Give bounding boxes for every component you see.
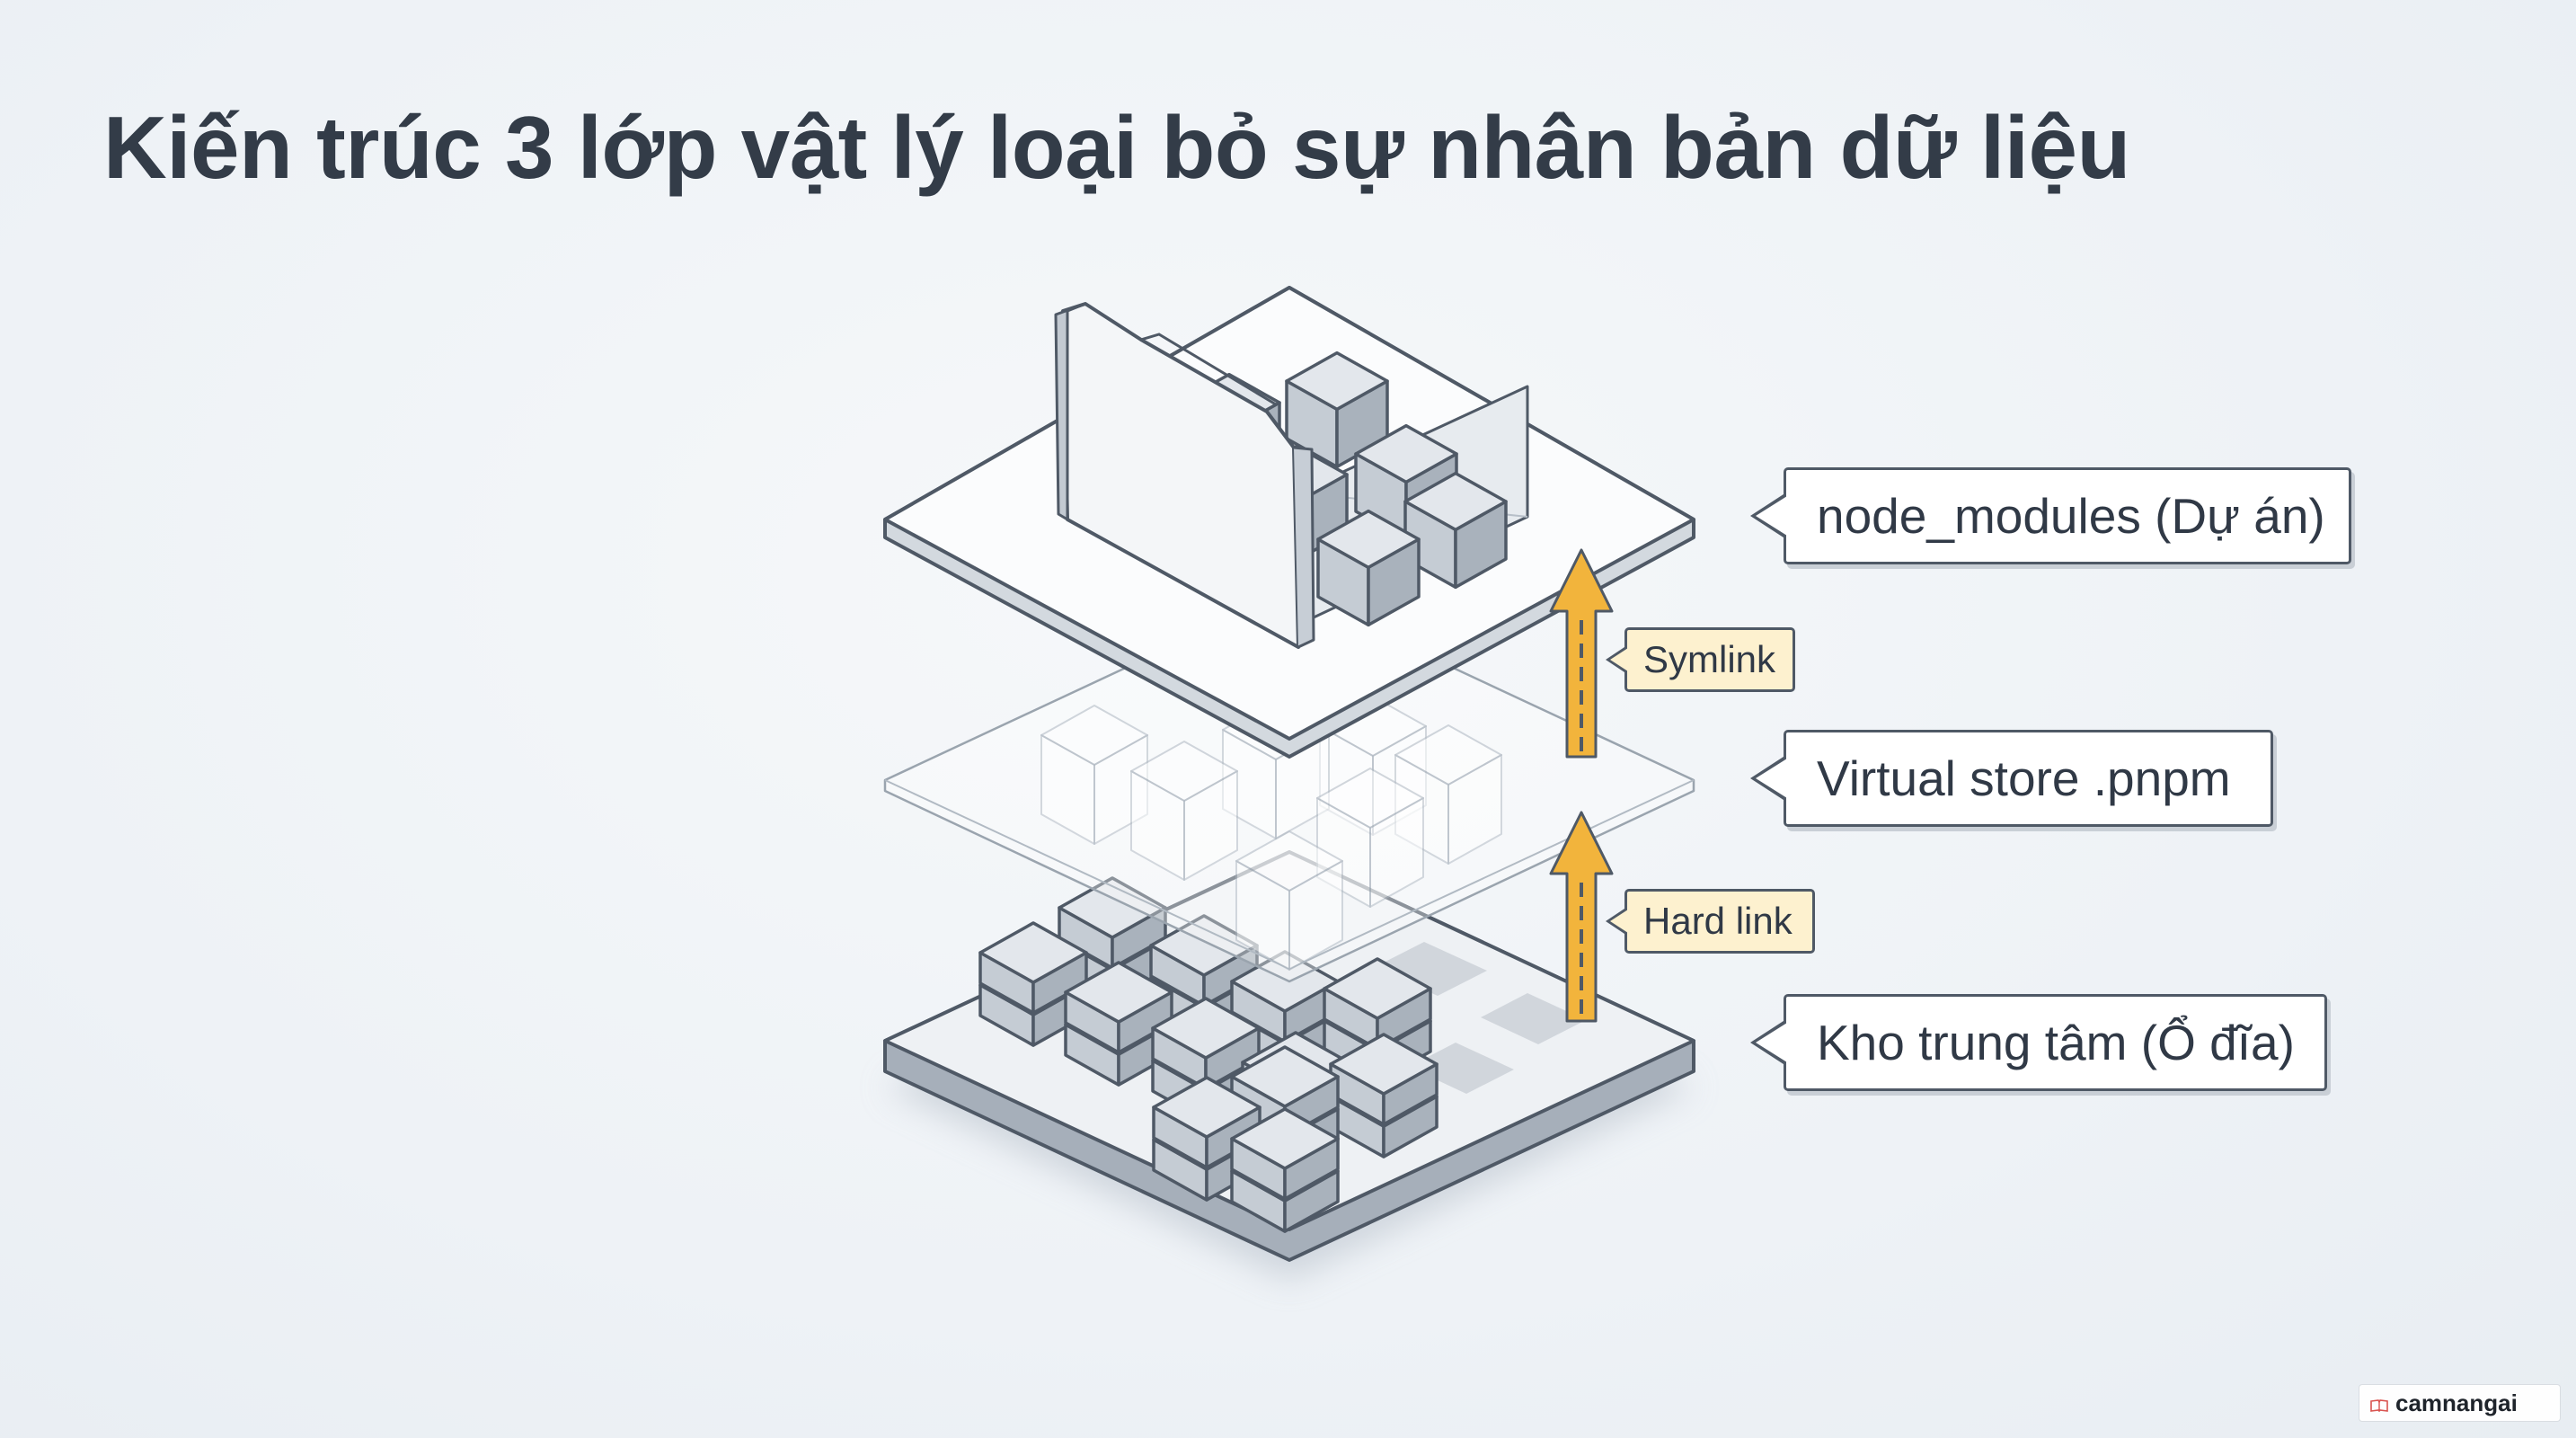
stacked-block-upper xyxy=(978,921,1088,1015)
symlink-arrow xyxy=(1549,548,1614,759)
symlink-label: Symlink xyxy=(1606,627,1795,692)
dependency-cube xyxy=(1316,509,1421,627)
page-title: Kiến trúc 3 lớp vật lý loại bỏ sự nhân b… xyxy=(103,98,2130,197)
stacked-block-upper xyxy=(1329,1033,1438,1126)
watermark-text: camnangai xyxy=(2395,1389,2518,1416)
content-blocks xyxy=(978,876,1438,1233)
dependency-cube xyxy=(1403,471,1508,590)
ghost-cube xyxy=(1235,830,1343,972)
layer-label-central-store: Kho trung tâm (Ổ đĩa) xyxy=(1750,994,2327,1091)
hard-link-label: Hard link xyxy=(1606,889,1815,954)
layer-label-node-modules: node_modules (Dự án) xyxy=(1750,467,2351,564)
stacked-block-upper xyxy=(1323,957,1432,1051)
stacked-block-upper xyxy=(1151,997,1261,1090)
ghost-cube xyxy=(1040,704,1148,846)
hard-link-arrow xyxy=(1549,811,1614,1023)
layer-label-virtual-store: Virtual store .pnpm xyxy=(1750,730,2273,827)
ghost-cube xyxy=(1316,767,1424,909)
ghost-cube xyxy=(1130,740,1238,882)
book-icon xyxy=(2370,1399,2388,1412)
virtual-store-entries xyxy=(1040,695,1502,972)
stacked-block-upper xyxy=(1230,1107,1340,1201)
folder-icon xyxy=(1054,302,1315,649)
stacked-block-upper xyxy=(1064,961,1173,1054)
watermark: camnangai xyxy=(2359,1384,2561,1422)
